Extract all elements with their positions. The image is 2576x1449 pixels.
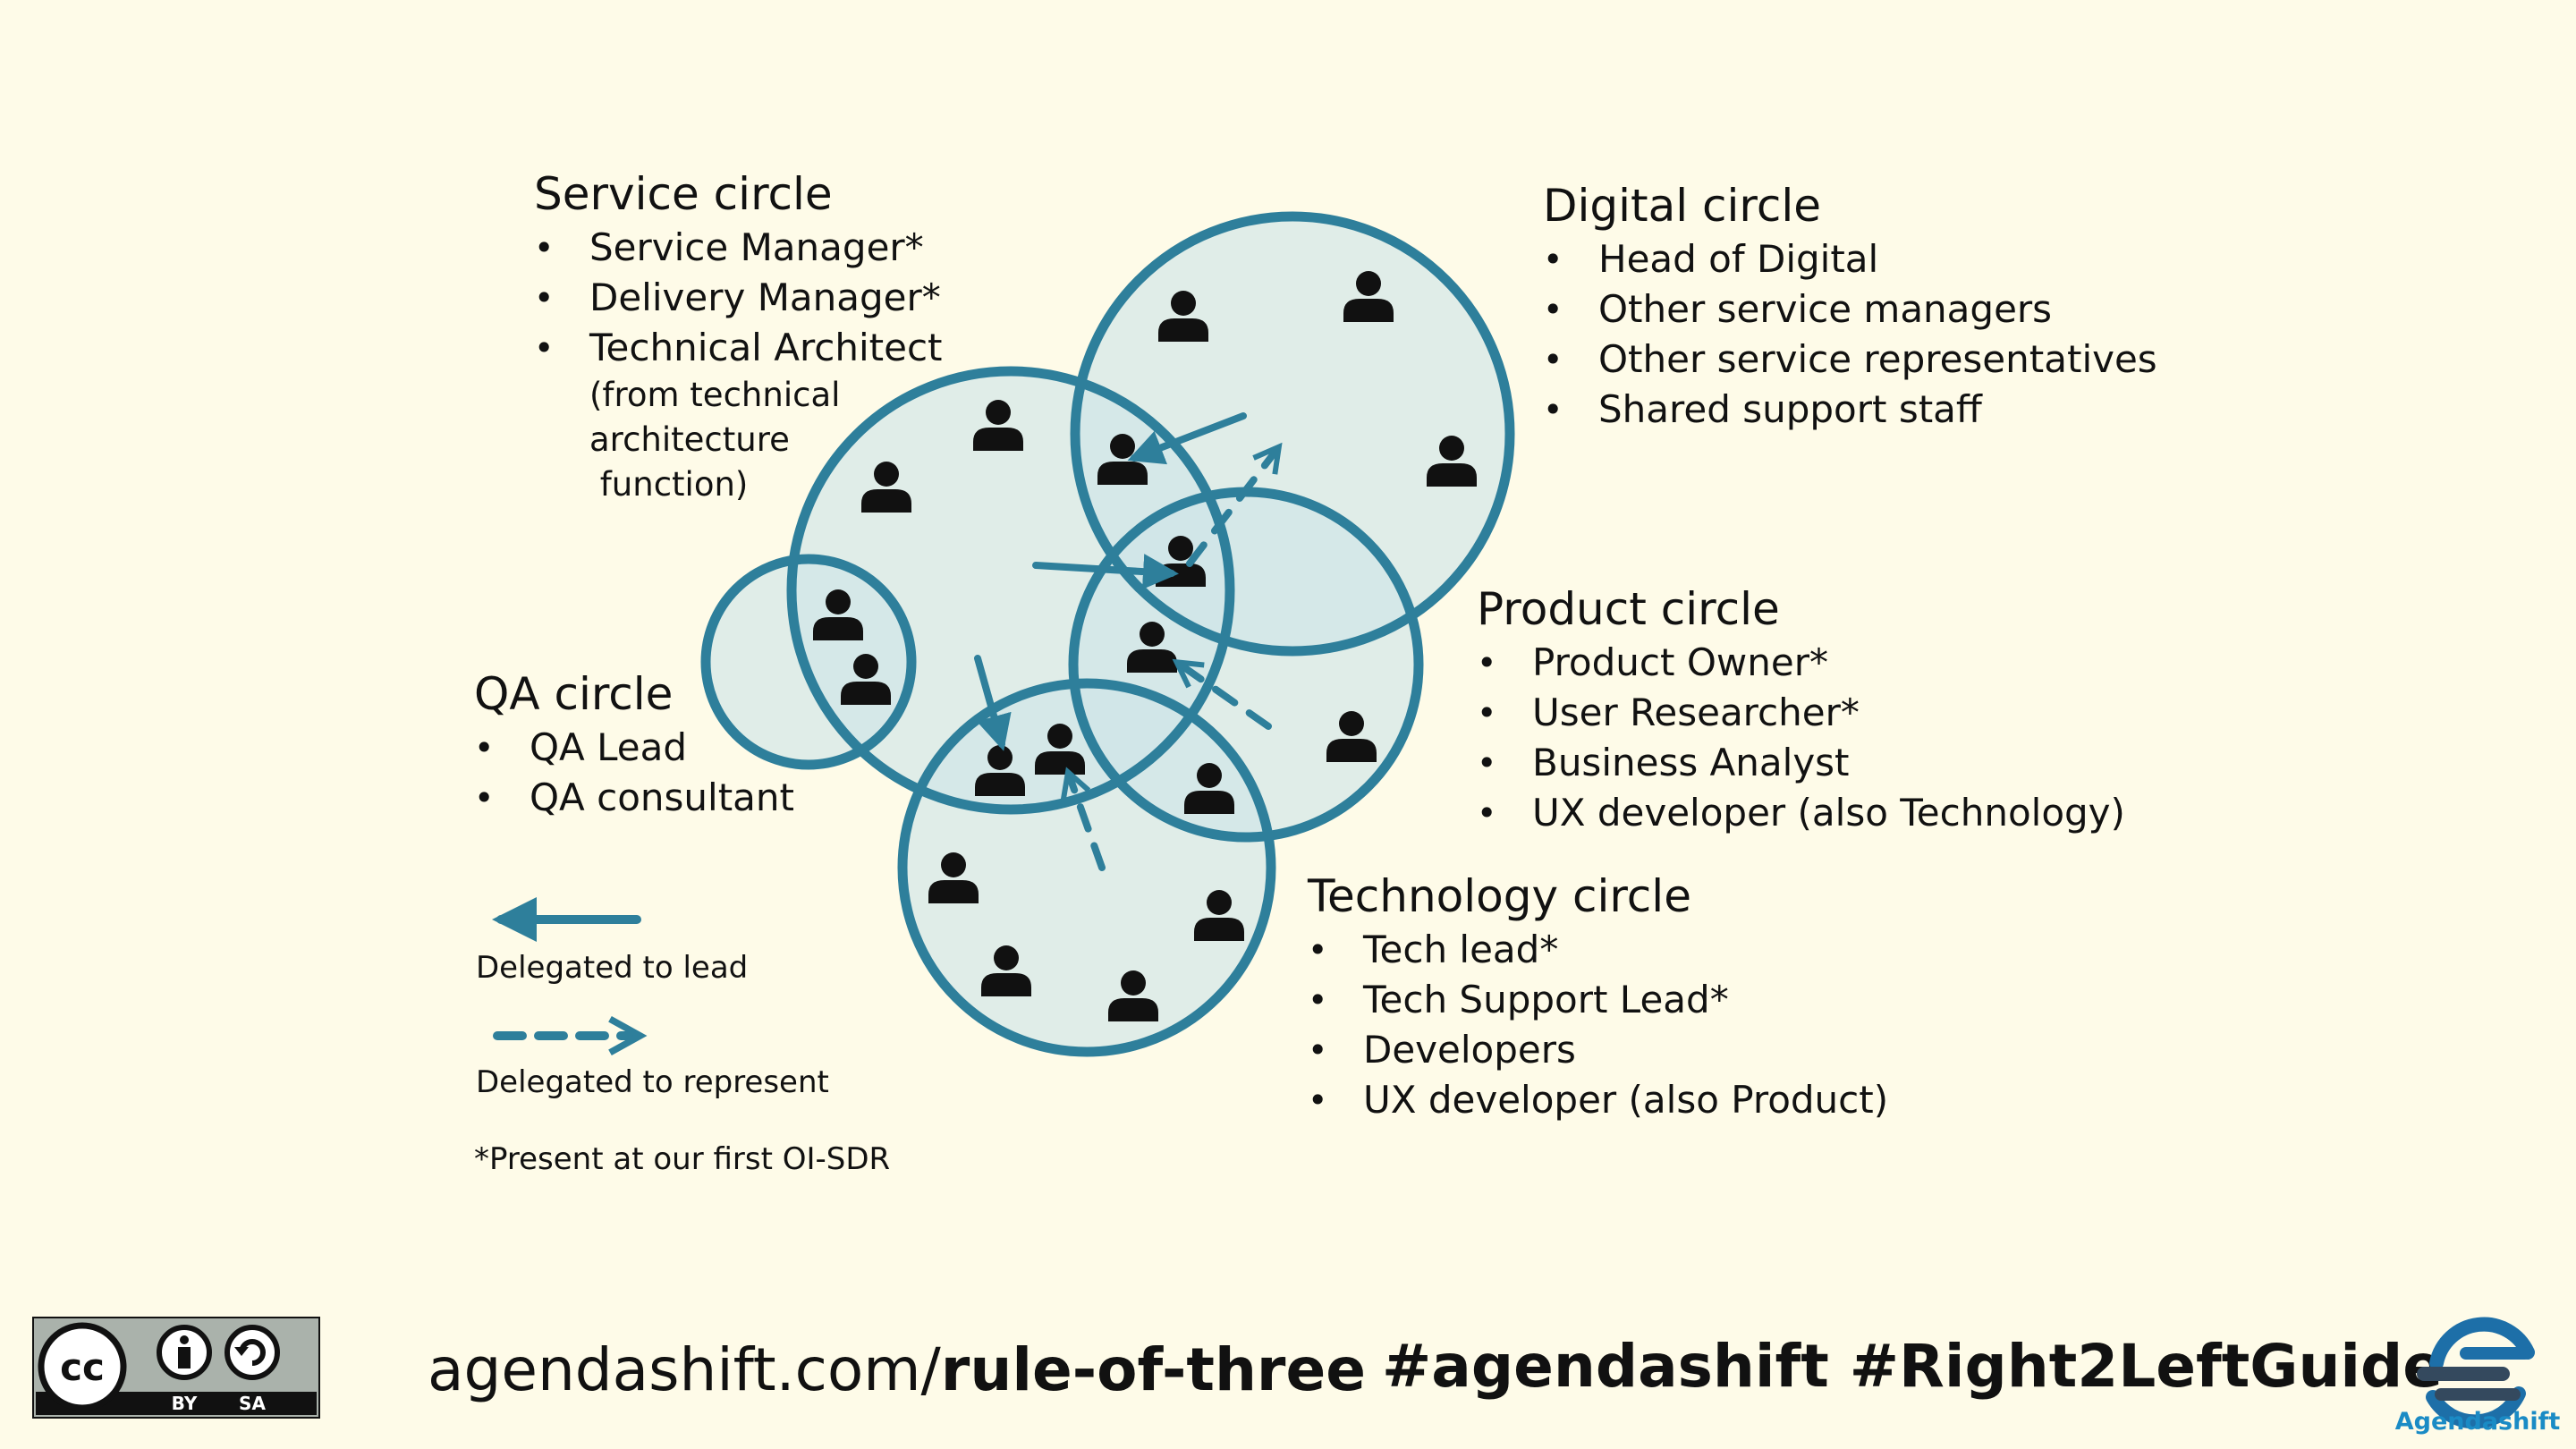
technology-circle	[897, 678, 1276, 1057]
brand-name: Agendashift	[2394, 1408, 2561, 1436]
hashtags: #agendashift #Right2LeftGuide	[1382, 1332, 2444, 1401]
legend-represent-label: Delegated to represent	[476, 1064, 829, 1100]
service-circle-list: Service Manager* Delivery Manager* Techn…	[534, 223, 943, 373]
legend-arrows	[492, 897, 637, 1036]
product-circle-list: Product Owner* User Researcher* Business…	[1477, 638, 2125, 838]
footnote: *Present at our first OI-SDR	[474, 1141, 891, 1177]
cc-by-label: BY	[172, 1393, 198, 1414]
arrow-represent	[1179, 664, 1272, 730]
service-note-line: (from technical	[589, 376, 841, 414]
list-item: Delivery Manager*	[534, 273, 943, 323]
list-item: Developers	[1308, 1025, 1888, 1075]
cc-sa-label: SA	[239, 1393, 266, 1414]
qa-circle-title: QA circle	[474, 668, 674, 720]
creative-commons-icon: cc BY SA	[32, 1317, 320, 1419]
qa-circle-block: QA circle QA Lead QA consultant	[474, 665, 794, 823]
arrow-represent	[1069, 775, 1106, 871]
product-circle-title: Product circle	[1477, 583, 1780, 635]
site-link[interactable]: agendashift.com/rule-of-three	[428, 1333, 1366, 1408]
list-item: Service Manager*	[534, 223, 943, 273]
list-item: Tech lead*	[1308, 925, 1888, 975]
agendashift-logo-icon	[2417, 1317, 2535, 1429]
digital-circle	[1070, 211, 1515, 657]
list-item: Other service representatives	[1543, 335, 2157, 385]
list-item: Technical Architect	[534, 323, 943, 373]
product-circle-block: Product circle Product Owner* User Resea…	[1477, 580, 2125, 838]
list-item: Tech Support Lead*	[1308, 975, 1888, 1025]
technology-circle-title: Technology circle	[1308, 870, 1691, 922]
service-note-line: function)	[589, 465, 749, 504]
digital-circle-title: Digital circle	[1543, 180, 1822, 232]
site-path: rule-of-three	[940, 1335, 1367, 1404]
arrow-lead	[1032, 554, 1179, 590]
arrow-represent	[1186, 449, 1277, 567]
technology-circle-block: Technology circle Tech lead* Tech Suppor…	[1308, 868, 1888, 1125]
list-item: Product Owner*	[1477, 638, 2125, 688]
service-circle-block: Service circle Service Manager* Delivery…	[534, 165, 943, 507]
list-item: Shared support staff	[1543, 385, 2157, 435]
list-item: Other service managers	[1543, 284, 2157, 335]
list-item: User Researcher*	[1477, 688, 2125, 738]
delegation-arrows	[974, 412, 1277, 871]
legend-lead-label: Delegated to lead	[476, 950, 749, 986]
technology-circle-list: Tech lead* Tech Support Lead* Developers…	[1308, 925, 1888, 1125]
qa-circle	[700, 554, 917, 770]
svg-text:cc: cc	[60, 1345, 105, 1389]
service-note-line: architecture	[589, 420, 790, 459]
arrow-lead	[1127, 412, 1247, 465]
digital-circle-list: Head of Digital Other service managers O…	[1543, 234, 2157, 435]
list-item: UX developer (also Product)	[1308, 1075, 1888, 1125]
list-item: UX developer (also Technology)	[1477, 788, 2125, 838]
digital-circle-block: Digital circle Head of Digital Other ser…	[1543, 177, 2157, 435]
list-item: Business Analyst	[1477, 738, 2125, 788]
service-circle-title: Service circle	[534, 168, 833, 220]
qa-circle-list: QA Lead QA consultant	[474, 723, 794, 823]
list-item: QA consultant	[474, 773, 794, 823]
arrow-lead	[974, 655, 1012, 751]
service-circle	[786, 366, 1235, 815]
site-domain: agendashift.com/	[428, 1335, 941, 1404]
list-item: QA Lead	[474, 723, 794, 773]
list-item: Head of Digital	[1543, 234, 2157, 284]
